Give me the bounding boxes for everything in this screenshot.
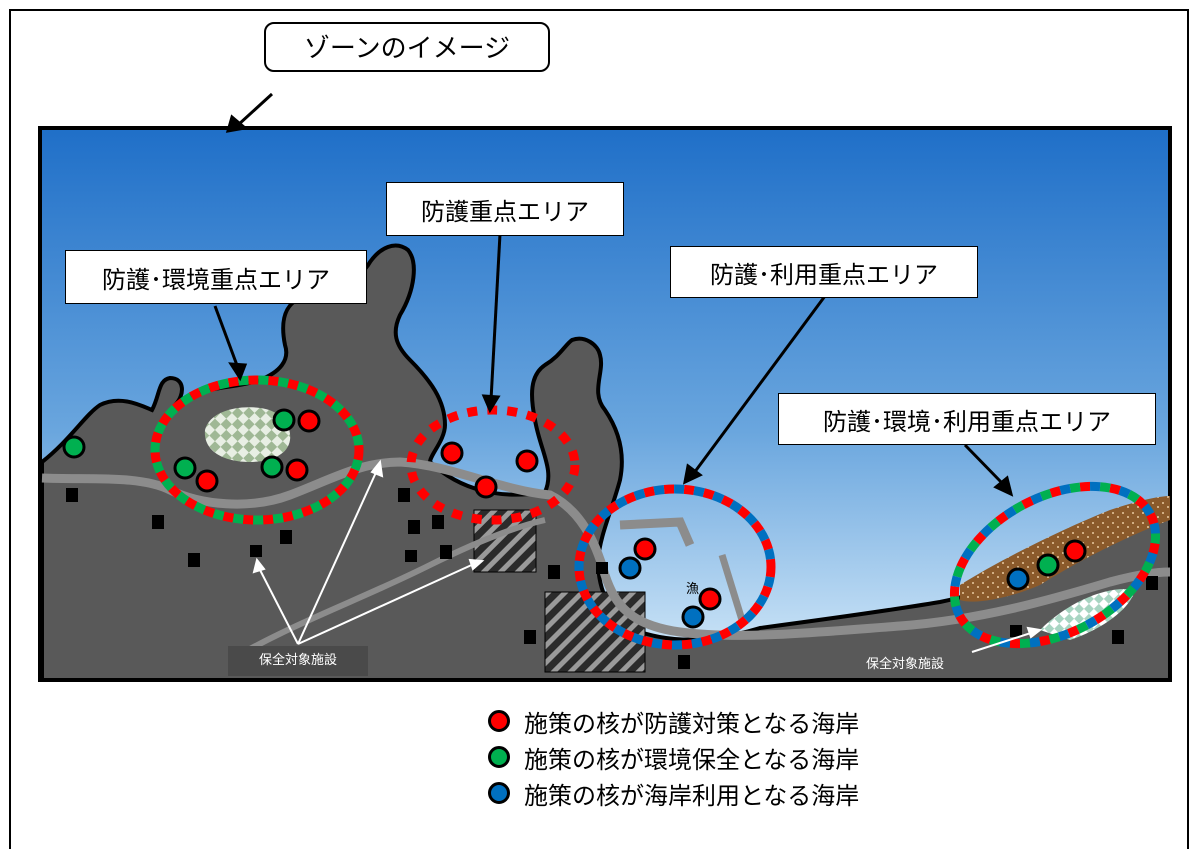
legend-item: 施策の核が防護対策となる海岸 [488,703,859,739]
callout-protect-env-use: 防護･環境･利用重点エリア [778,393,1156,445]
legend-label: 施策の核が防護対策となる海岸 [524,709,860,738]
facility-label-right: 保全対象施設 [838,652,972,678]
green-area-left [204,407,291,462]
inland-road [228,517,546,663]
legend-label: 施策の核が環境保全となる海岸 [524,745,860,774]
zone-ring-1-red [150,375,364,525]
markers [62,408,1087,629]
green-area-right [1040,589,1135,640]
outer-frame [9,9,1189,849]
zone-ring-2-red [406,405,580,525]
facility-label-left: 保全対象施設 [228,646,368,676]
callout-protect-env: 防護･環境重点エリア [65,250,367,304]
buildings [66,488,1158,669]
zone-ring-4-blue [949,481,1161,649]
zone-ring-3-red [574,484,776,650]
breakwater [619,517,695,547]
legend-item: 施策の核が環境保全となる海岸 [488,739,859,775]
legend-item: 施策の核が海岸利用となる海岸 [488,775,859,811]
red-dot-icon [488,710,510,732]
green-dot-icon [488,746,510,768]
page-title: ゾーンのイメージ [264,22,550,72]
zone-ring-1-green [150,375,364,525]
zone-ring-4-green [949,481,1161,649]
callout-protect: 防護重点エリア [386,182,624,236]
legend-label: 施策の核が海岸利用となる海岸 [524,781,860,810]
breakwater-2 [718,553,746,622]
blue-dot-icon [488,782,510,804]
legend: 施策の核が防護対策となる海岸 施策の核が環境保全となる海岸 施策の核が海岸利用と… [488,703,859,811]
callout-protect-use: 防護･利用重点エリア [670,246,978,298]
zone-ring-3-blue [574,484,776,650]
fishing-port-label: 漁 [686,582,700,597]
